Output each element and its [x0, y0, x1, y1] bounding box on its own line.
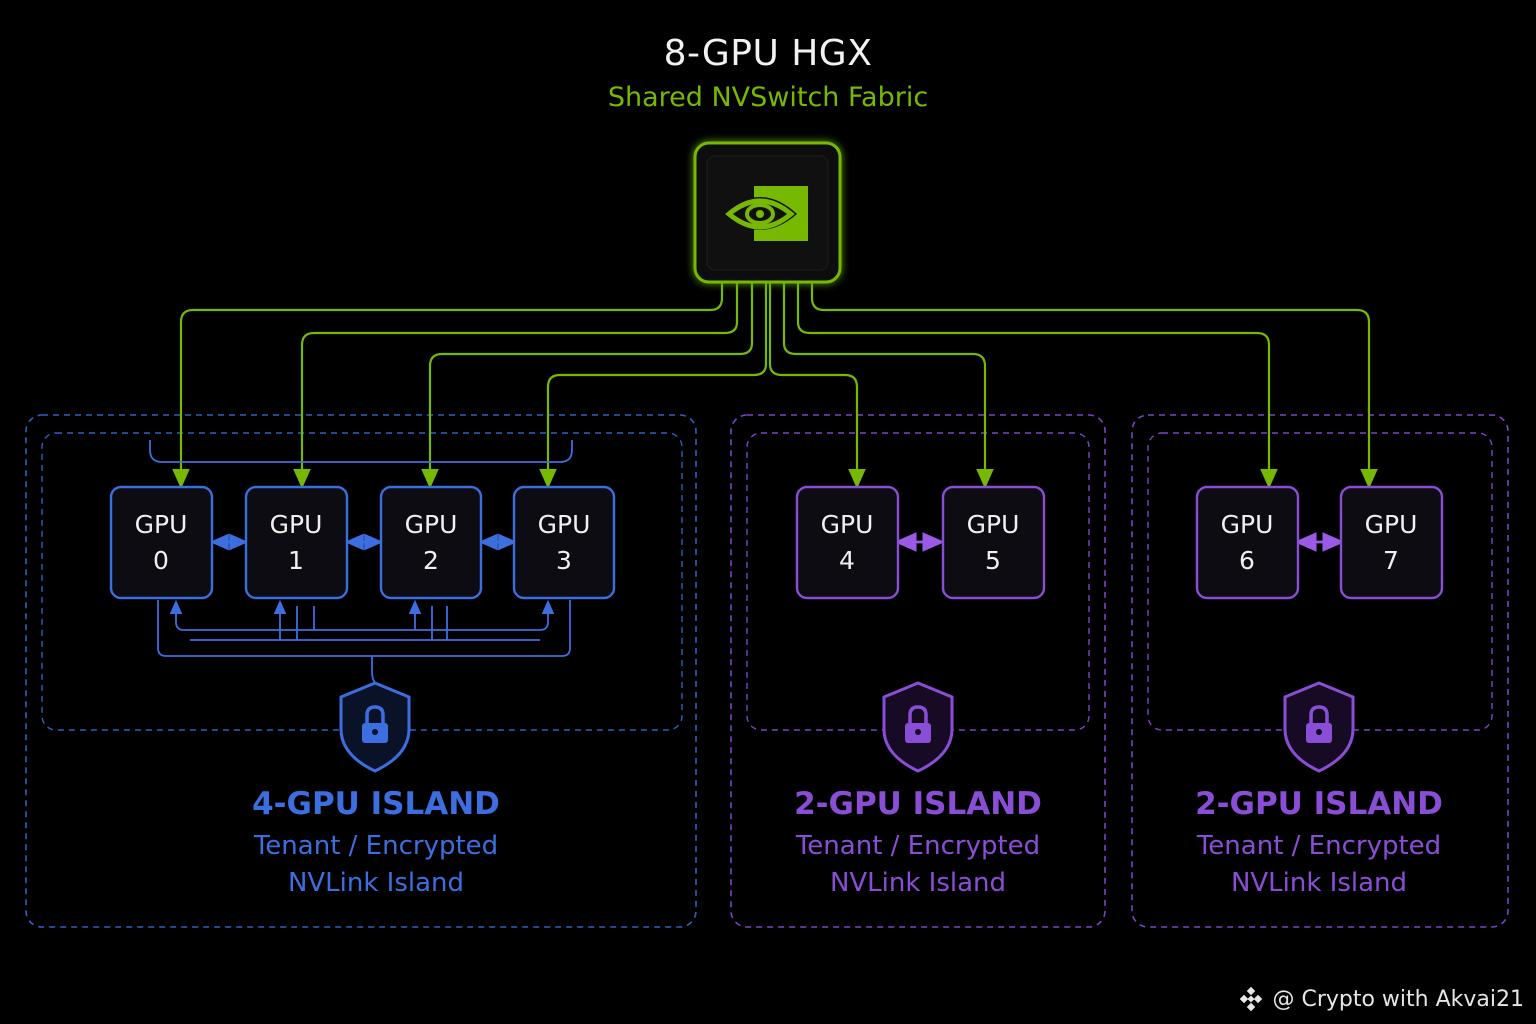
watermark: @ Crypto with Akvai21: [1238, 986, 1524, 1012]
island-title: 2-GPU ISLAND: [794, 786, 1042, 822]
island-2gpu-a-caption: 2-GPU ISLAND Tenant / Encrypted NVLink I…: [718, 786, 1118, 902]
island-4gpu-bus: [149, 440, 573, 685]
gpu-0-box: [109, 485, 214, 600]
nvidia-logo-icon: [723, 186, 808, 241]
gpu-1-box: [244, 485, 349, 600]
page-title: 8-GPU HGX: [663, 33, 873, 74]
gpu-2-box: [379, 485, 483, 600]
page-subtitle: Shared NVSwitch Fabric: [607, 82, 929, 113]
gpu-6-box: [1195, 485, 1300, 600]
shield-lock-icon: [882, 681, 954, 773]
island-title: 4-GPU ISLAND: [252, 786, 500, 822]
island-desc-line2: NVLink Island: [829, 868, 1007, 898]
gpu-boxes: [109, 485, 1444, 600]
gpu-5-box: [941, 485, 1046, 600]
island-2gpu-b-caption: 2-GPU ISLAND Tenant / Encrypted NVLink I…: [1119, 786, 1519, 902]
island-4gpu-caption: 4-GPU ISLAND Tenant / Encrypted NVLink I…: [126, 786, 626, 902]
watermark-text: @ Crypto with Akvai21: [1272, 986, 1524, 1012]
island-desc-line2: NVLink Island: [287, 868, 465, 898]
island-desc-line1: Tenant / Encrypted: [253, 831, 499, 861]
shield-lock-icon: [1283, 681, 1355, 773]
shield-lock-icon: [339, 681, 411, 773]
island-desc-line2: NVLink Island: [1230, 868, 1408, 898]
island-4gpu-frame: [25, 414, 697, 928]
gpu-7-box: [1339, 485, 1444, 600]
island-desc-line1: Tenant / Encrypted: [795, 831, 1041, 861]
island-title: 2-GPU ISLAND: [1195, 786, 1443, 822]
binance-diamond-icon: [1240, 986, 1263, 1012]
nvswitch-links: [172, 282, 1378, 489]
gpu-3-box: [512, 485, 616, 600]
gpu-4-box: [795, 485, 900, 600]
island-desc-line1: Tenant / Encrypted: [1196, 831, 1442, 861]
